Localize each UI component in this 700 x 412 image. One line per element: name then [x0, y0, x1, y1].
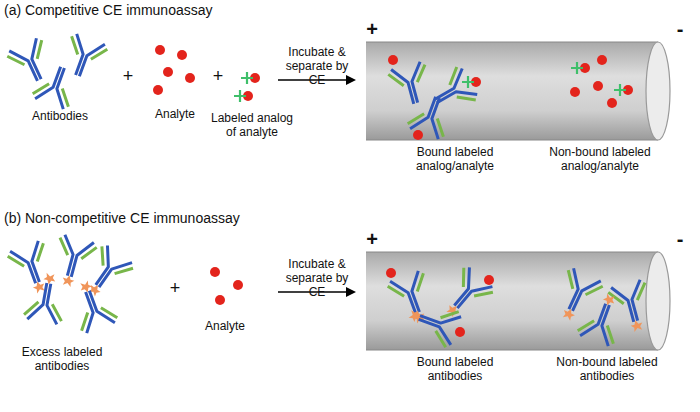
- analyte-dots: [153, 45, 195, 95]
- non-bound-species: [570, 55, 633, 108]
- capillary: [366, 42, 670, 140]
- non-bound-labeled-antibodies: [549, 267, 656, 348]
- electrode-sign: +: [362, 228, 382, 251]
- reagent-label: Analyte: [135, 108, 215, 122]
- zone-label: Non-bound labeled analog/analyte: [535, 146, 665, 174]
- plus-sign: +: [208, 66, 228, 87]
- zone-label: Bound labeled antibodies: [395, 356, 515, 384]
- step-label: Incubate & separate by CE: [277, 46, 357, 87]
- capillary: [366, 252, 670, 350]
- reagent-label: Labeled analog of analyte: [207, 112, 297, 140]
- plus-sign: +: [118, 66, 138, 87]
- electrode-sign: -: [670, 18, 690, 41]
- reagent-label: Antibodies: [10, 110, 110, 124]
- plus-sign: +: [165, 278, 185, 299]
- step-label: Incubate & separate by CE: [277, 258, 357, 299]
- bound-labeled-antibodies: [386, 265, 495, 349]
- zone-label: Non-bound labeled antibodies: [552, 356, 662, 384]
- electrode-sign: +: [362, 18, 382, 41]
- reagent-label: Excess labeled antibodies: [7, 346, 117, 374]
- analyte-dots: [210, 267, 243, 305]
- panel-title: (a) Competitive CE immunoassay: [4, 2, 304, 18]
- electrode-sign: -: [670, 228, 690, 251]
- labeled-analogs: [234, 72, 260, 102]
- reagent-label: Analyte: [185, 320, 265, 334]
- panel-title: (b) Non-competitive CE immunoassay: [4, 210, 324, 226]
- antibodies: [6, 33, 109, 111]
- labeled-antibodies: [6, 234, 135, 335]
- zone-label: Bound labeled analog/analyte: [395, 146, 515, 174]
- bound-complexes: [387, 55, 481, 140]
